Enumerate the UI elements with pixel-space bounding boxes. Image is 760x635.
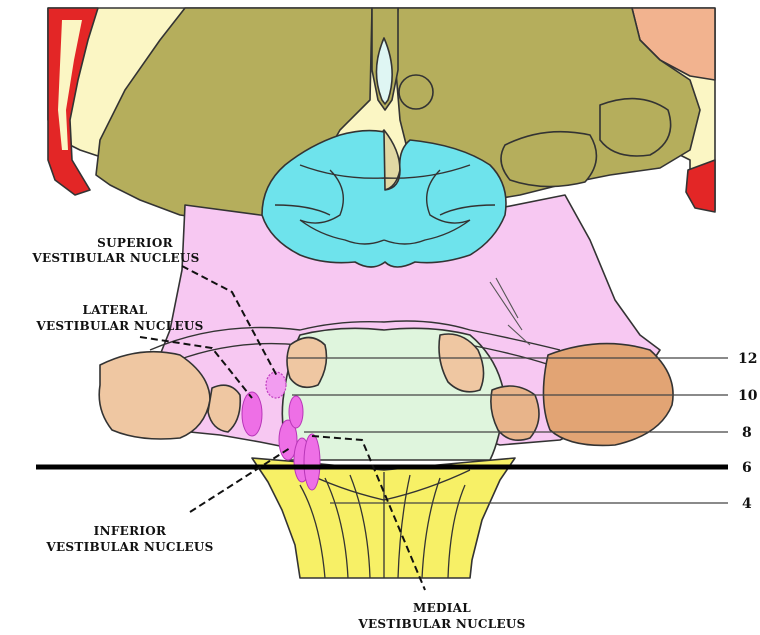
inferior-label-line2: VESTIBULAR NUCLEUS	[45, 540, 213, 554]
medial-vestibular-nucleus-upper	[289, 396, 303, 428]
olive-lobe-right-2	[501, 132, 596, 187]
level-label-10: 10	[738, 388, 758, 404]
level-label-4: 4	[742, 496, 752, 512]
superior-label-line1: SUPERIOR	[97, 236, 173, 250]
inferior-label-line1: INFERIOR	[94, 524, 167, 538]
level-label-8: 8	[742, 425, 752, 441]
level-label-6: 6	[742, 460, 752, 476]
medial-vestibular-nucleus	[304, 434, 320, 490]
superior-vestibular-nucleus	[266, 372, 286, 398]
medial-label-line1: MEDIAL	[413, 601, 471, 615]
olive-nucleus-small	[399, 75, 433, 109]
medial-label-line2: VESTIBULAR NUCLEUS	[357, 617, 525, 631]
tan-center-left-nucleus	[287, 338, 326, 388]
level-label-12: 12	[738, 351, 757, 367]
superior-label-line2: VESTIBULAR NUCLEUS	[31, 251, 199, 265]
olive-lobe-right-1	[600, 99, 671, 156]
lateral-label-line1: LATERAL	[83, 303, 148, 317]
lateral-label-line2: VESTIBULAR NUCLEUS	[35, 319, 203, 333]
tan-left-large-nucleus	[99, 352, 210, 439]
lateral-vestibular-nucleus	[242, 392, 262, 436]
